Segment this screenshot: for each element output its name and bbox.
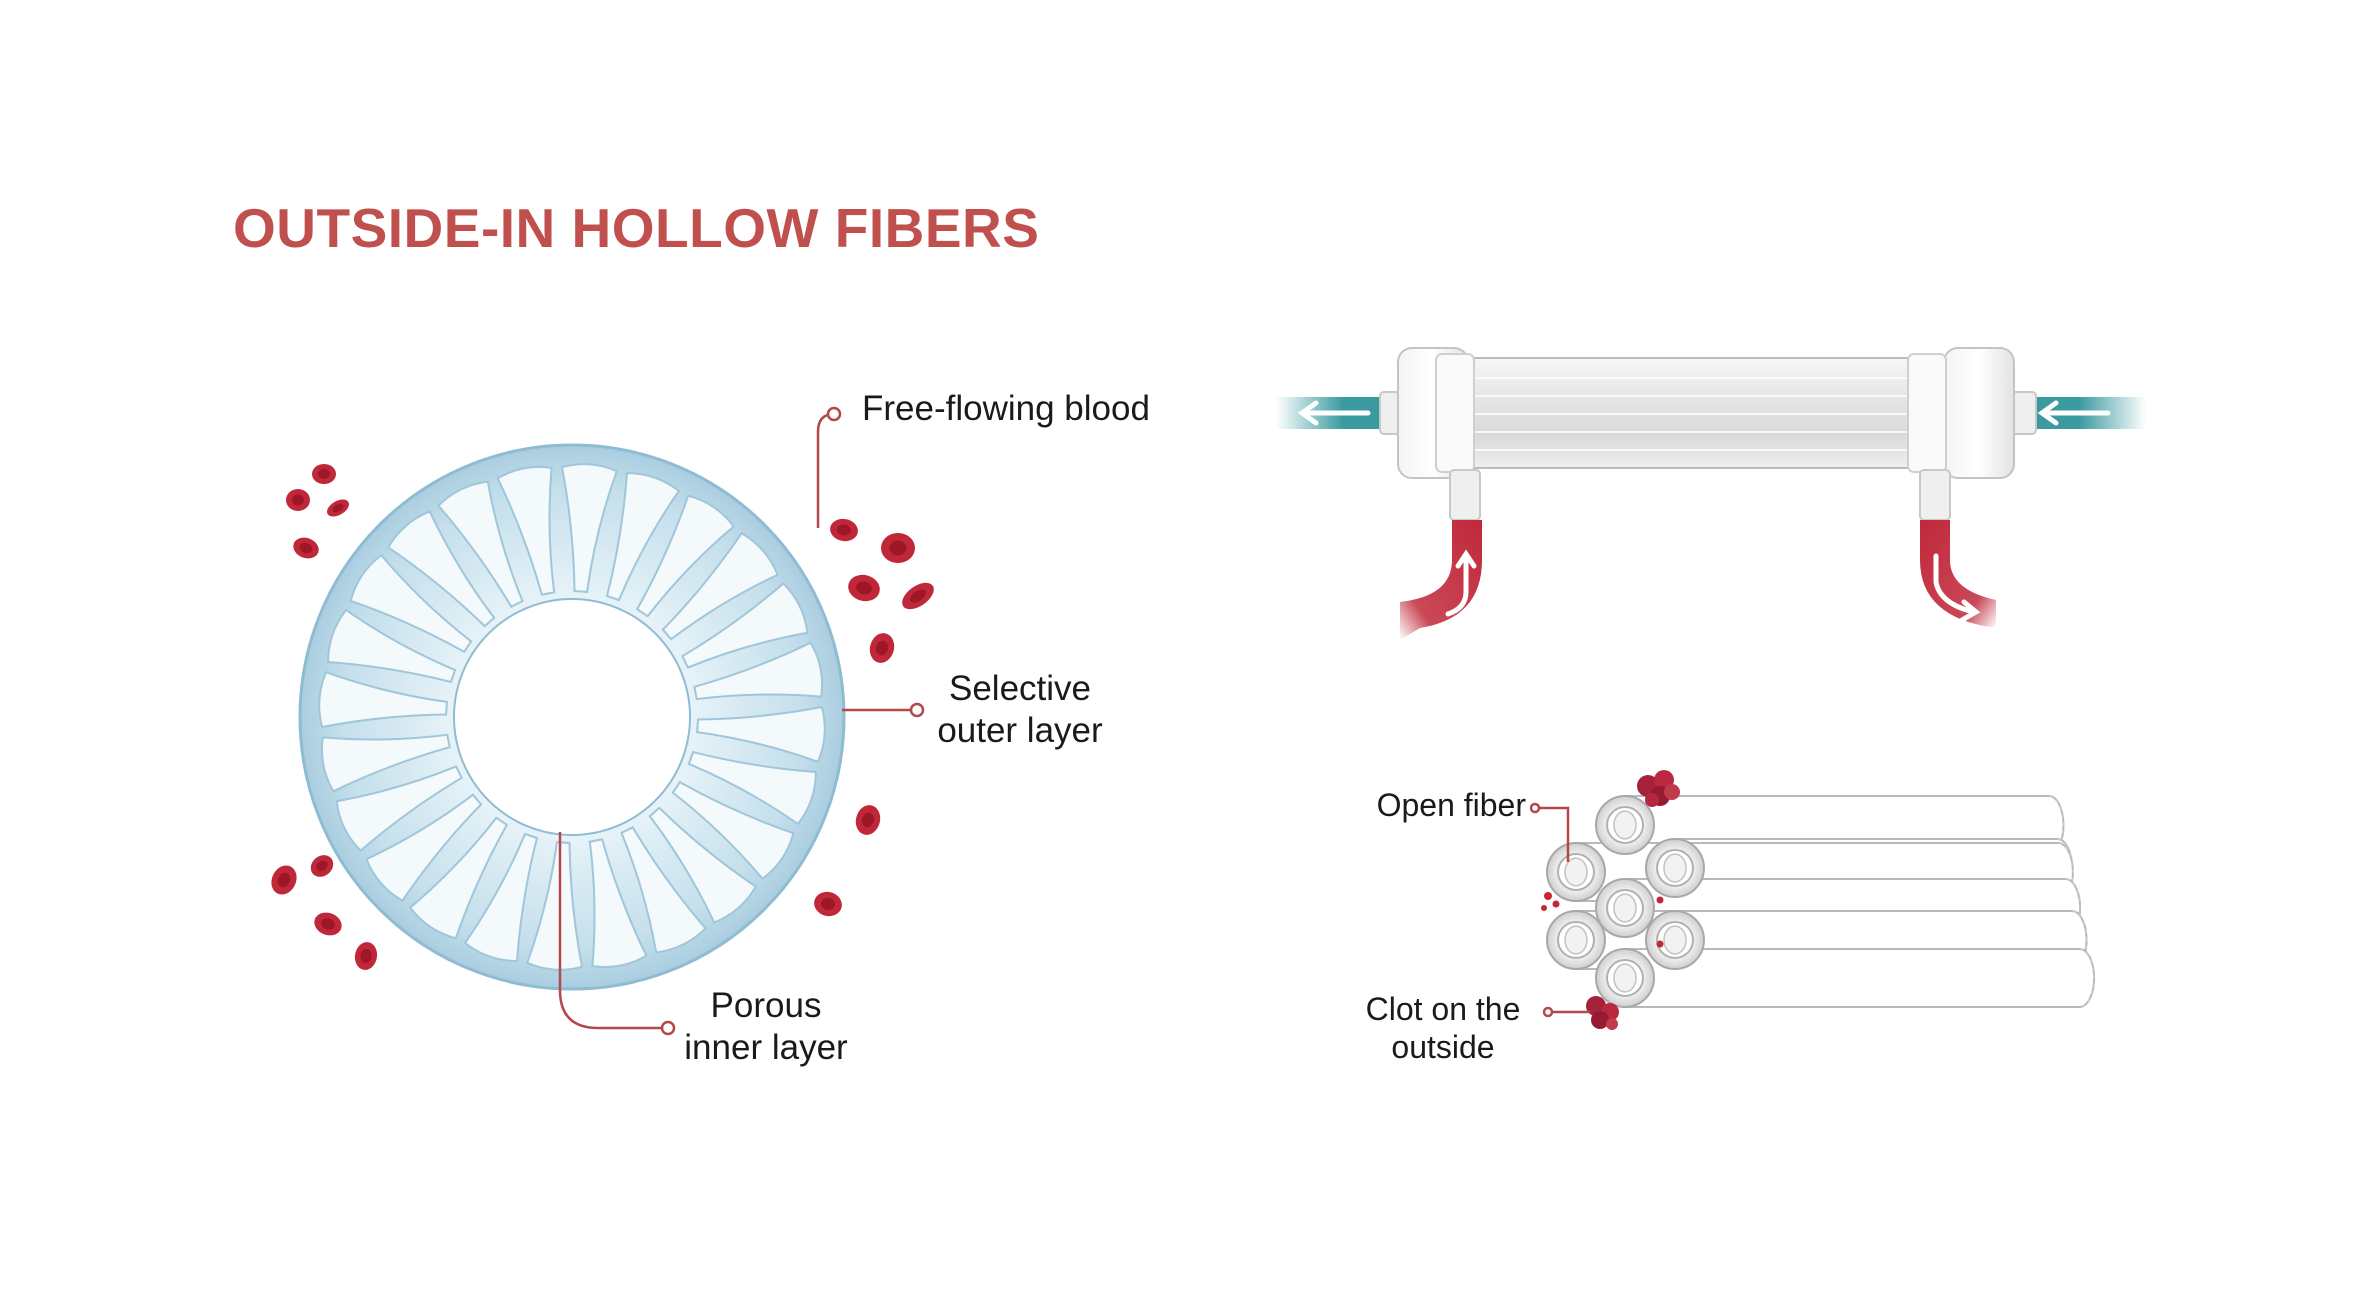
pore-channel [437, 480, 524, 608]
fiber-bundle [1529, 770, 2096, 1030]
open-fiber-end [1645, 910, 1705, 970]
pore-channel [696, 705, 826, 764]
open-fiber-end [1546, 842, 1606, 902]
label-line: Porous [710, 986, 822, 1025]
pore-channel [525, 841, 584, 971]
flow-arrow-icon [1933, 553, 1981, 623]
pore-channel [365, 793, 483, 903]
leader-dot-porous-inner-layer [660, 1020, 676, 1036]
red-blood-cell-icon [814, 891, 842, 917]
page-title: OUTSIDE-IN HOLLOW FIBERS [233, 197, 1040, 259]
fiber-ends [1546, 795, 1705, 1008]
label-selective-outer-layer: Selective outer layer [930, 668, 1110, 752]
red-blood-cell-icon [881, 533, 915, 563]
cartridge-collar-right [1907, 353, 1947, 473]
blood-port-right [1919, 469, 1951, 521]
pore-channel [349, 553, 473, 654]
cartridge-cap-right [1943, 347, 2015, 479]
label-clot-on-outside: Clot on the outside [1348, 990, 1538, 1067]
pore-channel [620, 826, 707, 954]
label-line: outside [1391, 1029, 1495, 1066]
leader-porous-inner-layer [558, 832, 668, 1030]
fiber-tube-end [2048, 795, 2065, 855]
blood-inlet-tube [1400, 520, 1482, 640]
pore-channel [463, 832, 539, 962]
leader-dot-free-flowing-blood [826, 406, 842, 422]
red-blood-cell-icon [271, 865, 297, 895]
label-line: Clot on the [1365, 991, 1521, 1027]
red-blood-cell-icon [830, 518, 858, 542]
red-blood-cell-icon [314, 912, 342, 936]
fiber-lumen [453, 598, 691, 836]
pore-channel [687, 750, 817, 826]
red-blood-cell-icon [293, 537, 319, 559]
pore-channel [588, 838, 648, 969]
red-blood-cell-icon [327, 499, 349, 517]
clot-icon [1586, 996, 1619, 1030]
fiber-tube-end [2071, 910, 2088, 970]
red-blood-cell-icon [848, 574, 880, 602]
leader-open-fiber [1535, 806, 1570, 862]
pore-channel [496, 465, 556, 596]
red-blood-cell-icon [869, 633, 895, 663]
flow-arrow-icon [2037, 400, 2111, 426]
fiber-cross-section [298, 443, 846, 991]
fiber-tube-end [2079, 948, 2096, 1008]
porous-inner-layer [318, 463, 826, 971]
label-line: Selective [948, 669, 1092, 708]
red-blood-cell-icon [354, 942, 378, 970]
leader-free-flowing-blood [816, 412, 835, 528]
pore-channel [318, 670, 448, 729]
pore-channel [661, 531, 779, 641]
clot-fragments [1541, 892, 1664, 948]
label-open-fiber: Open fiber [1376, 787, 1526, 823]
leader-lines [558, 406, 925, 1036]
pore-channel [681, 582, 809, 669]
cartridge-collar-left [1435, 353, 1475, 473]
blood-outlet-tube [1920, 520, 1996, 628]
pore-channel [648, 806, 758, 924]
label-porous-inner-layer: Porous inner layer [676, 985, 856, 1069]
flow-arrow-icon [1297, 400, 1371, 426]
pore-channel [635, 494, 736, 618]
red-blood-cell-icon [902, 582, 934, 610]
pore-channel [335, 765, 463, 852]
blood-port-left [1449, 469, 1481, 521]
pore-channel [693, 641, 824, 701]
dialyzer-cartridge [1276, 347, 2146, 640]
label-line: outer layer [937, 711, 1103, 750]
pore-channel [327, 608, 457, 684]
red-blood-cell-icon [286, 489, 310, 511]
label-free-flowing-blood: Free-flowing blood [862, 389, 1150, 428]
fiber-tube-end [2065, 878, 2082, 938]
pore-channel [320, 733, 451, 793]
fiber-tube-end [2058, 842, 2074, 902]
red-blood-cell-icon [312, 464, 336, 484]
leader-dot-selective-outer-layer [909, 702, 925, 718]
red-blood-cell-icon [855, 805, 881, 835]
fiber-bundle-lines [1462, 377, 1912, 451]
clot-icon [1637, 770, 1680, 807]
label-line: inner layer [684, 1028, 848, 1067]
pore-channel [560, 463, 619, 593]
pore-channel [605, 472, 681, 602]
red-blood-cell-group [271, 464, 934, 970]
open-fiber-end [1595, 878, 1655, 938]
fiber-leader-lines [1529, 802, 1590, 1018]
open-fiber-end [1546, 910, 1606, 970]
pore-channel [408, 816, 509, 940]
flow-arrow-icon [1445, 549, 1477, 617]
red-blood-cell-icon [310, 855, 334, 877]
open-fiber-end [1595, 948, 1655, 1008]
pore-channel [671, 780, 795, 881]
pore-channel [386, 510, 496, 628]
open-fiber-end [1595, 795, 1655, 855]
open-fiber-end [1645, 838, 1705, 898]
